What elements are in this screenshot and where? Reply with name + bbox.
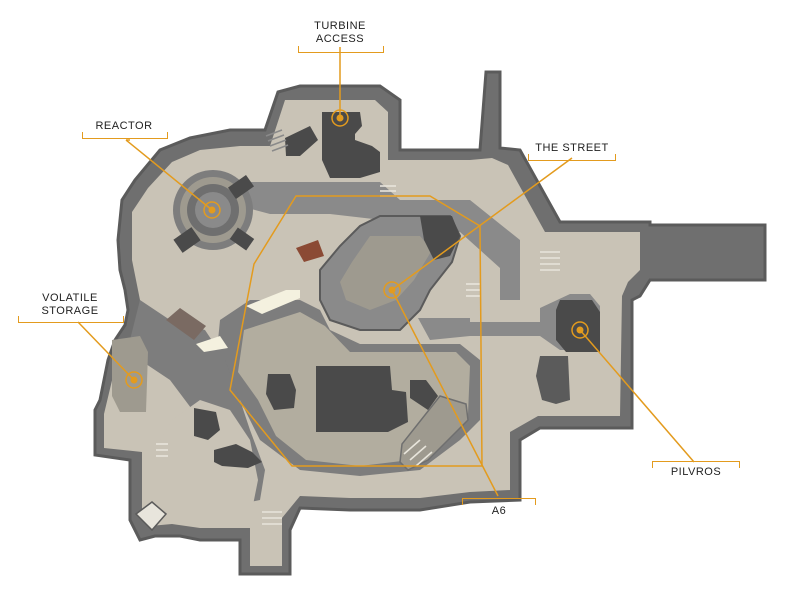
label-a6: A6 (491, 505, 507, 517)
the-street-corridor (232, 182, 520, 300)
highlight-ramp-north (246, 290, 300, 314)
label-turbine-access-line1: TURBINE (314, 20, 366, 32)
a6-zone-outline (229, 195, 483, 467)
callout-leader-lines (77, 47, 695, 497)
label-volatile-line1: VOLATILE (42, 292, 98, 304)
brown-panel (166, 308, 206, 340)
bracket-the-street (528, 154, 616, 161)
highlight-ramp-south (196, 336, 228, 352)
bracket-a6 (462, 498, 536, 505)
southwest-block-b (214, 444, 262, 468)
bracket-pilvros (652, 461, 740, 468)
bracket-reactor (82, 132, 168, 139)
marker-reactor (203, 201, 221, 219)
marker-volatile-storage (125, 371, 143, 389)
pilvros-lower-block (536, 356, 570, 404)
label-volatile-line2: STORAGE (41, 305, 99, 317)
marker-turbine-access (331, 109, 349, 127)
central-dark-block (420, 216, 460, 260)
bracket-turbine-access (298, 46, 384, 53)
spawn-pad (134, 501, 168, 532)
turbine-side-block (285, 126, 318, 156)
label-reactor: REACTOR (95, 120, 153, 132)
turbine-block (322, 112, 380, 178)
label-turbine-access-line2: ACCESS (315, 33, 365, 45)
label-the-street: THE STREET (535, 142, 609, 154)
bracket-volatile-storage (18, 316, 124, 323)
label-pilvros: PILVROS (670, 466, 722, 478)
south-ramp-block (410, 380, 438, 410)
west-small-block (266, 374, 296, 410)
central-complex-inner (340, 236, 432, 310)
marker-the-street (383, 281, 401, 299)
rust-panel (296, 240, 324, 262)
marker-pilvros (571, 321, 589, 339)
volatile-storage-area (112, 336, 148, 412)
turbine-stairs (265, 129, 289, 152)
central-large-block (316, 366, 408, 432)
east-bridge (418, 294, 600, 350)
southwest-area (160, 400, 258, 524)
pilvros-block (556, 300, 600, 352)
southwest-block-a (194, 408, 220, 440)
crosswalk-marks (156, 185, 560, 525)
